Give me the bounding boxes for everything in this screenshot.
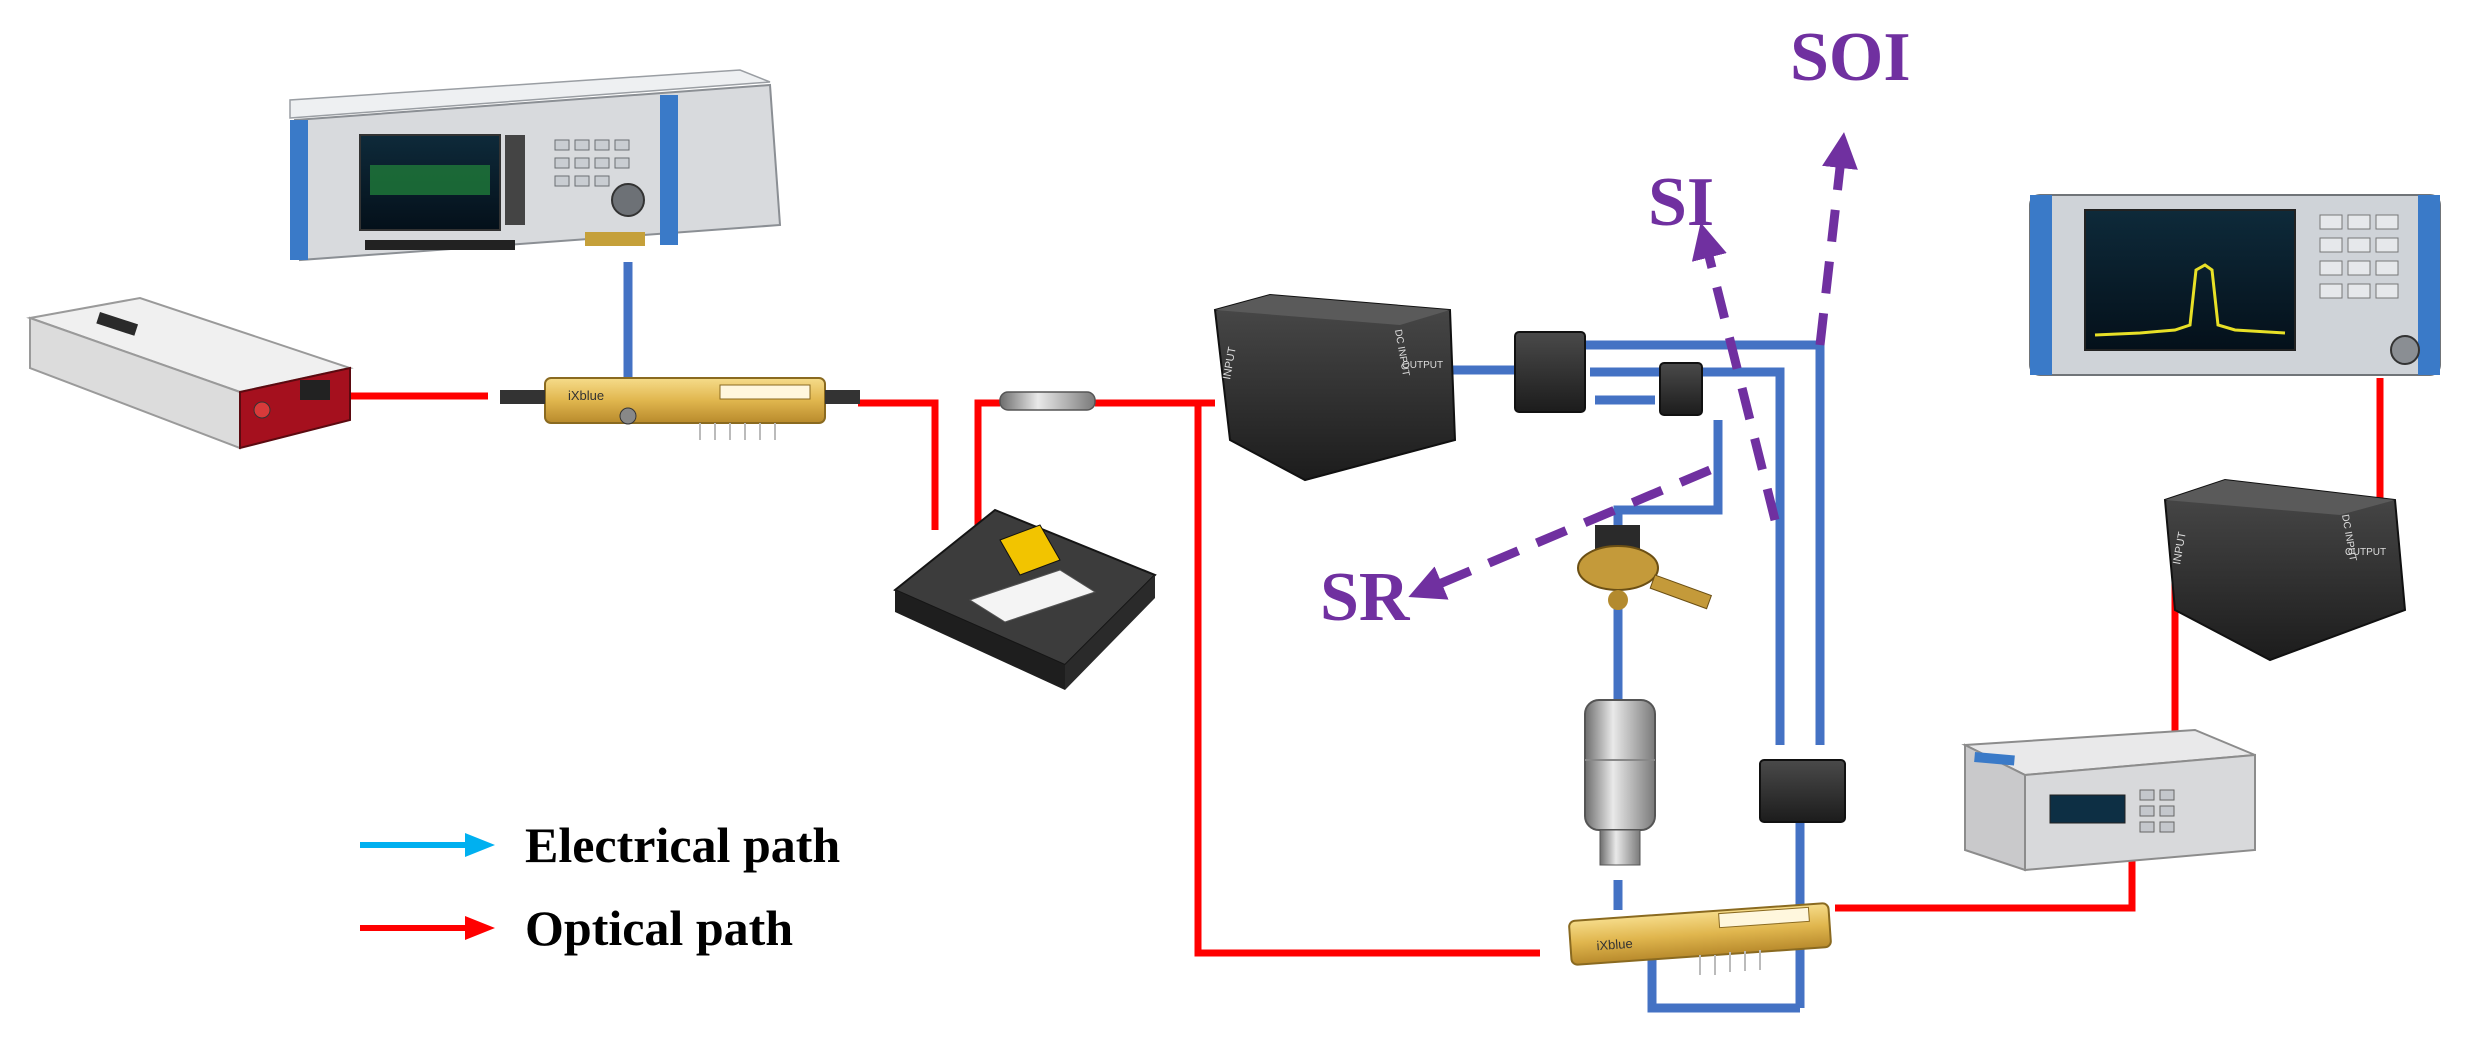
optical-path-down-to-modulator2 [1194, 403, 1540, 957]
si-label: SI [1648, 164, 1714, 241]
optical-path-modulator-to-sample [858, 399, 939, 530]
modulator-1-brand: iXblue [568, 388, 604, 403]
rf-splitter-2 [1659, 362, 1703, 416]
optical-amplifier [1961, 728, 2256, 872]
fiber-coupler [999, 391, 1096, 411]
legend-optical-label: Optical path [525, 900, 793, 956]
electrical-path-splitter2-down [1613, 420, 1723, 528]
pd2-output-label: OUTPUT [2345, 547, 2386, 558]
legend-electrical-label: Electrical path [525, 817, 840, 873]
delay-line [1584, 699, 1656, 866]
spectrum-analyzer [2029, 194, 2441, 376]
spectrum-trace [2094, 263, 2286, 337]
optical-sample [893, 508, 1157, 690]
legend-electrical: Electrical path [360, 817, 840, 873]
phase-shifter [1577, 525, 1713, 610]
modulator-1: iXblue [500, 377, 860, 440]
pd2-input-label: INPUT [2171, 531, 2189, 566]
sr-arrow-line [1408, 465, 1712, 600]
legend: Electrical path Optical path [360, 817, 840, 956]
optical-path-sample-to-coupler [974, 399, 1000, 525]
sr-label: SR [1320, 559, 1411, 636]
legend-optical: Optical path [360, 900, 793, 956]
pd1-input-label: INPUT [1221, 346, 1239, 381]
modulator-2-brand: iXblue [1596, 936, 1633, 953]
signal-arrows [1408, 132, 1858, 600]
rf-combiner [1759, 759, 1846, 823]
modulator-2: iXblue [1568, 902, 1832, 975]
signal-generator [289, 69, 782, 262]
photodetector-1: INPUT DC INPUT OUTPUT [1213, 293, 1457, 482]
laser-source [26, 296, 354, 450]
electrical-path-bottom-loop [1647, 940, 1800, 1013]
pd1-output-label: OUTPUT [1402, 360, 1443, 371]
soi-arrow [1815, 132, 1858, 346]
rf-splitter-1 [1514, 331, 1586, 413]
soi-label: SOI [1790, 19, 1911, 96]
photodetector-2: INPUT DC INPUT OUTPUT [2163, 478, 2407, 662]
